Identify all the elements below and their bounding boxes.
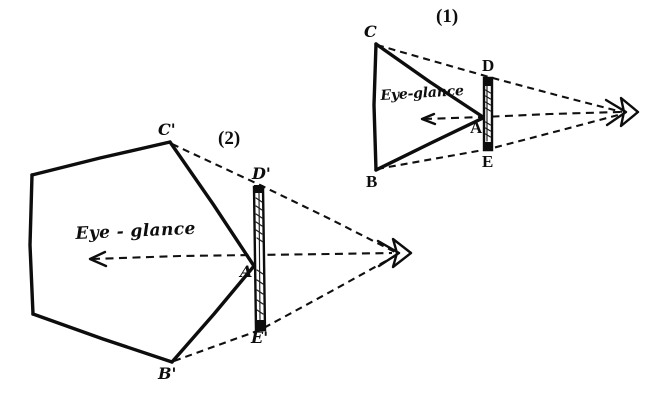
ray-Cprime-to-eye (171, 143, 396, 253)
eye-glance-arrow-left (420, 112, 437, 126)
ray-Bprime-to-eye (173, 255, 396, 362)
eye-arrow-head-outline (619, 96, 640, 128)
picture-plane-1-bottom-cap (484, 142, 492, 151)
eye-arrow-upper-barb-2 (376, 239, 401, 268)
edge-C-A (374, 42, 485, 119)
vertex-label-D: D (482, 56, 495, 75)
figure-1-group (372, 42, 640, 172)
vertex-label-E: E (482, 152, 494, 171)
picture-plane-2-hatching (255, 192, 264, 321)
eye-point-arrowhead-1 (604, 96, 640, 128)
picture-plane-1-hatching (484, 85, 492, 142)
edge-hex-left-bottom-to-Bprime (31, 312, 174, 364)
picture-plane-1-body (482, 76, 494, 152)
vertex-label-A: A (470, 118, 483, 137)
picture-plane-2 (252, 185, 267, 332)
vertex-label-B-prime: B' (158, 364, 177, 383)
ray-B-to-eye (376, 112, 623, 171)
vertex-label-D-prime: D' (252, 164, 271, 183)
picture-plane-2-top-cap (254, 185, 263, 193)
vertex-label-E-prime: E' (251, 328, 269, 347)
picture-plane-1-top-cap (484, 77, 492, 86)
figure-1-caption: (1) (436, 6, 459, 27)
eye-point-arrowhead-2 (376, 237, 413, 269)
figure-2-group (28, 140, 413, 364)
vertex-label-C: C (364, 22, 377, 41)
eye-glance-axis-line (423, 110, 621, 121)
edge-C-B (372, 42, 378, 172)
eye-glance-arrow-left-2 (88, 250, 108, 268)
figure-2-hexagon-outline (28, 140, 256, 364)
figure-2-sight-rays (171, 143, 396, 362)
edge-hex-left-top-to-left-bottom (28, 173, 35, 316)
picture-plane-2-bottom-cap (255, 320, 265, 331)
eye-glance-axis-line-2 (91, 251, 393, 261)
eye-arrow-head-outline-2 (391, 237, 413, 269)
figure-2-caption: (2) (218, 128, 241, 149)
eye-arrow-upper-barb (604, 98, 628, 127)
vertex-label-C-prime: C' (158, 120, 176, 139)
vertex-label-A-prime: A' (240, 262, 258, 281)
ray-C-to-eye (376, 43, 623, 114)
edge-Bprime-to-Aprime (170, 264, 256, 364)
edge-Aprime-to-Cprime (168, 140, 256, 268)
figure-1-eye-glance-axis (420, 110, 621, 126)
picture-plane-1 (482, 76, 494, 152)
figure-1-sight-rays (376, 43, 623, 171)
vertex-label-B: B (366, 172, 378, 191)
figure-1-triangle-outline (372, 42, 485, 172)
edge-Cprime-to-hex-left-top (30, 140, 172, 177)
edge-B-A (374, 116, 485, 172)
